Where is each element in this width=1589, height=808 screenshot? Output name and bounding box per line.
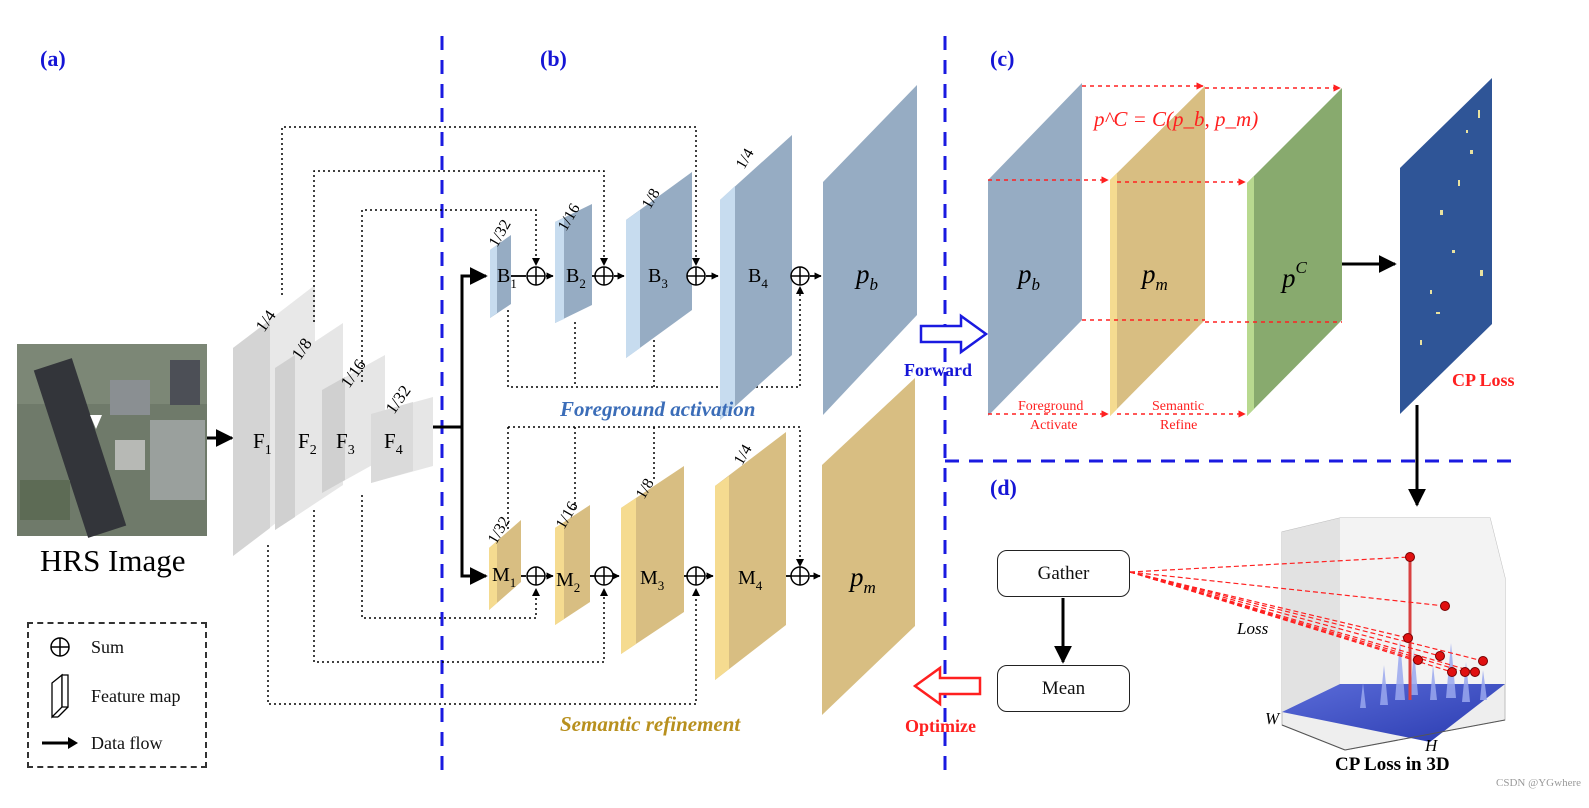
panel-c-label-pb: pb	[1016, 259, 1040, 294]
skip-arrowheads	[532, 258, 804, 596]
sum-icon	[50, 637, 70, 657]
legend-row-sum: Sum	[29, 632, 205, 662]
legend-feature-text: Feature map	[91, 685, 181, 706]
foreground-block-b1	[490, 235, 511, 318]
feature-label-f1: F1	[253, 429, 272, 458]
output-label-pm: pm	[848, 562, 876, 597]
sum-icon	[686, 566, 706, 586]
watermark: CSDN @YGwhere	[1496, 777, 1581, 789]
block-label-m4: M4	[738, 567, 763, 593]
step2-line1: Semantic	[1152, 399, 1204, 414]
legend-sum-text: Sum	[91, 636, 125, 657]
block-label-b4: B4	[748, 265, 768, 291]
output-label-pb: pb	[854, 259, 878, 294]
block-label-m1: M1	[492, 564, 516, 590]
sum-icon	[686, 266, 706, 286]
axis-loss-label: Loss	[1236, 619, 1269, 638]
block-label-b1: B1	[497, 265, 517, 291]
forward-label: Forward	[904, 360, 972, 380]
feature-label-f4: F4	[384, 429, 403, 458]
encoder-feature-f3	[322, 355, 385, 493]
foreground-caption: Foreground activation	[559, 397, 755, 421]
panel-c-map-pb	[988, 83, 1082, 416]
foreground-output-pb	[823, 85, 917, 415]
panel-label-a: (a)	[40, 46, 66, 71]
sum-icon	[790, 266, 810, 286]
plot-3d-title: CP Loss in 3D	[1335, 754, 1450, 775]
data-flow-icon	[42, 737, 78, 749]
cp-loss-map	[1400, 78, 1492, 414]
foreground-block-b4	[720, 135, 792, 420]
gather-label: Gather	[1037, 562, 1090, 584]
sum-nodes-foreground	[526, 266, 810, 286]
panel-label-b: (b)	[540, 46, 567, 71]
sum-icon	[594, 266, 614, 286]
foreground-block-b3	[626, 172, 692, 358]
step1-line2: Activate	[1030, 418, 1077, 433]
input-caption: HRS Image	[40, 543, 186, 578]
correspondence-lines	[988, 82, 1342, 418]
panel-c-label-pc: pC	[1280, 258, 1308, 293]
legend-row-flow: Data flow	[29, 728, 205, 758]
panel-c-map-pc	[1247, 88, 1342, 416]
forward-arrow-icon	[919, 313, 989, 355]
foreground-block-b2	[555, 204, 592, 323]
block-label-b3: B3	[648, 265, 668, 291]
mean-box: Mean	[997, 665, 1130, 712]
sum-icon	[790, 566, 810, 586]
block-label-m3: M3	[640, 567, 664, 593]
loss-3d-plot	[1281, 517, 1506, 751]
branch-flow	[433, 267, 488, 585]
cp-loss-label: CP Loss	[1452, 370, 1515, 390]
semantic-output-pm	[822, 378, 915, 715]
step2-line2: Refine	[1160, 418, 1197, 433]
axis-h-label: H	[1424, 736, 1439, 755]
block-label-m2: M2	[556, 569, 580, 595]
encoder-feature-f4	[371, 397, 433, 483]
semantic-block-m1	[489, 520, 521, 610]
feature-label-f3: F3	[336, 429, 355, 458]
semantic-block-m3	[621, 466, 684, 654]
legend-row-feature: Feature map	[29, 673, 205, 719]
panel-c-label-pm: pm	[1140, 259, 1168, 294]
sum-icon	[526, 266, 546, 286]
block-label-b2: B2	[566, 265, 586, 291]
scale-label-b4: 1/4	[733, 146, 758, 172]
panel-label-c: (c)	[990, 46, 1014, 71]
gather-box: Gather	[997, 550, 1130, 597]
semantic-caption: Semantic refinement	[560, 712, 741, 736]
step1-line1: Foreground	[1018, 399, 1083, 414]
optimize-arrow-icon	[912, 665, 982, 707]
legend: Sum Feature map Data flow	[27, 622, 207, 768]
skip-connections	[267, 126, 801, 705]
combination-formula: p^C = C(p_b, p_m)	[1092, 107, 1258, 131]
sum-nodes-semantic	[526, 566, 810, 586]
loss-peak-points	[1403, 552, 1488, 677]
feature-map-icon	[51, 673, 69, 719]
sum-icon	[594, 566, 614, 586]
optimize-label: Optimize	[905, 716, 976, 736]
hrs-input-image	[17, 344, 207, 538]
mean-label: Mean	[1041, 677, 1086, 699]
legend-flow-text: Data flow	[91, 732, 163, 753]
panel-c-map-pm	[1110, 86, 1205, 416]
panel-label-d: (d)	[990, 475, 1017, 500]
sum-icon	[526, 566, 546, 586]
semantic-block-m2	[555, 505, 590, 625]
feature-label-f2: F2	[298, 429, 317, 458]
axis-w-label: W	[1265, 709, 1281, 728]
semantic-block-m4	[715, 432, 786, 680]
